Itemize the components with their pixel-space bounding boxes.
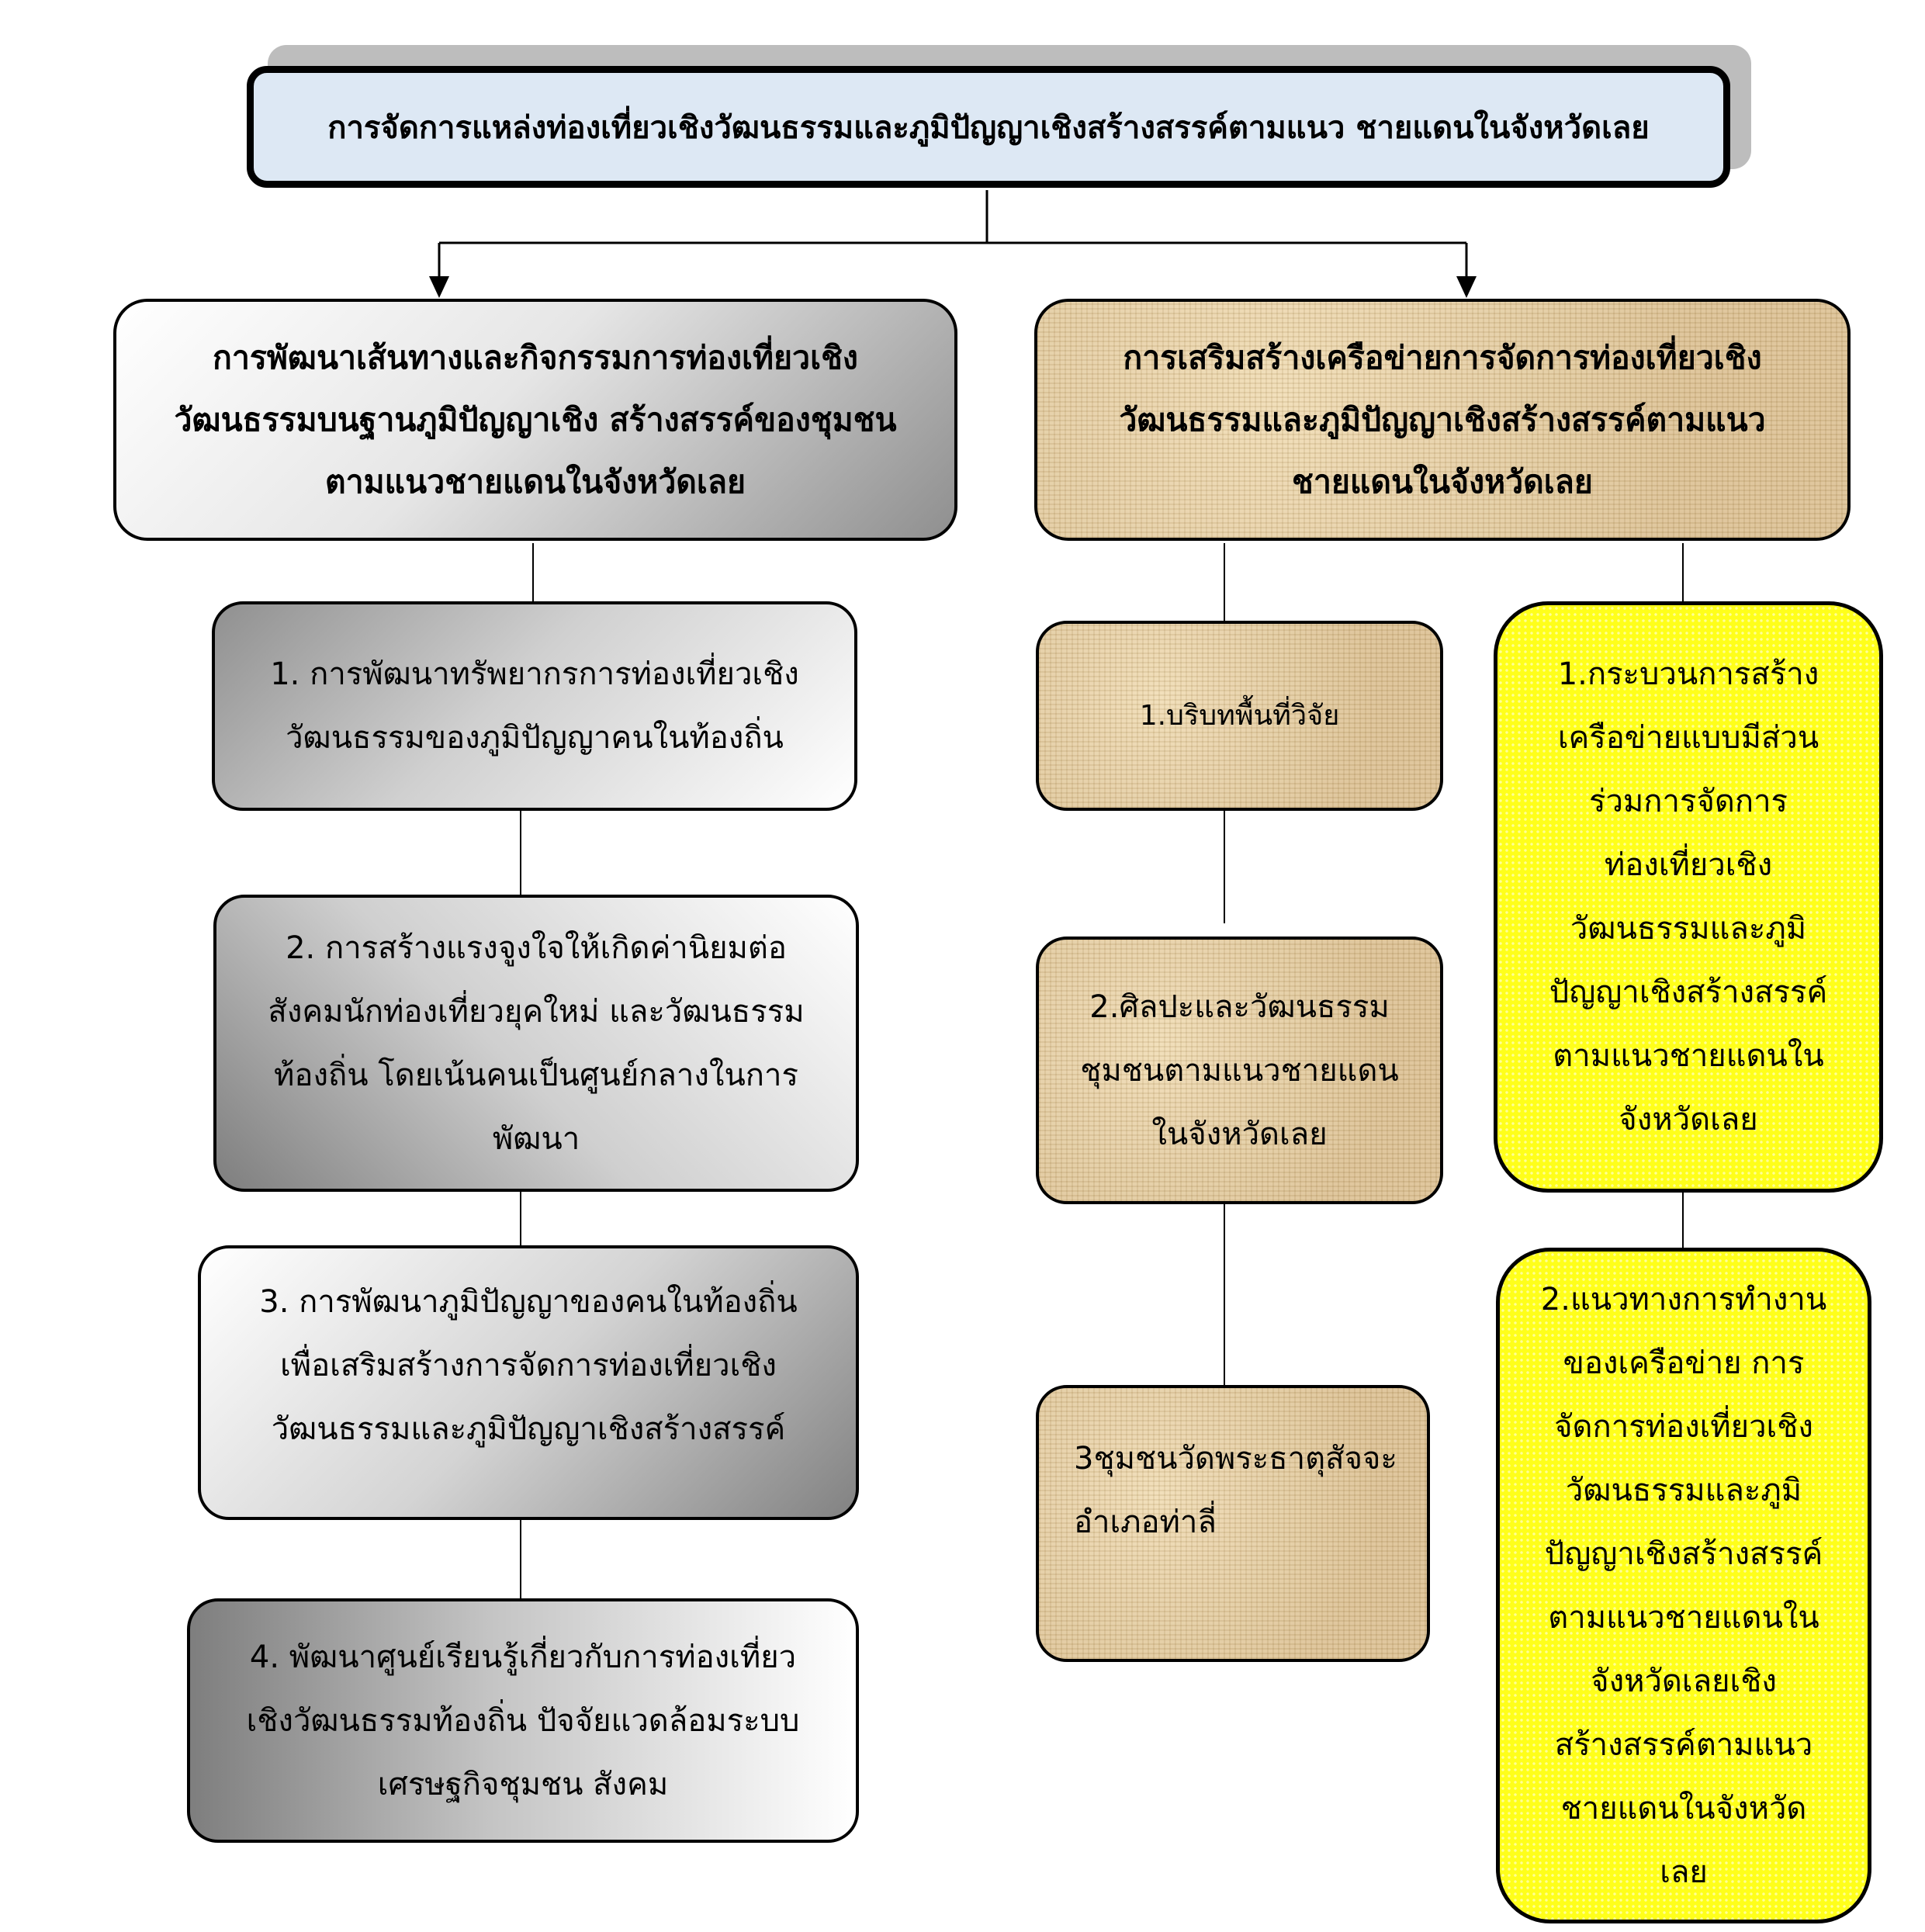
context-step-box: 1.บริบทพื้นที่วิจัย bbox=[1036, 621, 1443, 811]
step-line: 1. การพัฒนาทรัพยากรการท่องเที่ยวเชิง bbox=[270, 656, 799, 692]
step-line: ตามแนวชายแดนใน bbox=[1548, 1599, 1819, 1636]
left-header-line: การพัฒนาเส้นทางและกิจกรรมการท่องเที่ยวเช… bbox=[213, 339, 858, 376]
step-line: จังหวัดเลยเชิง bbox=[1591, 1663, 1777, 1699]
left-arrowhead bbox=[429, 276, 449, 298]
diagram-title: การจัดการแหล่งท่องเที่ยวเชิงวัฒนธรรมและภ… bbox=[247, 66, 1730, 188]
right-header-line: การเสริมสร้างเครือข่ายการจัดการท่องเที่ย… bbox=[1123, 339, 1762, 376]
step-line: 4. พัฒนาศูนย์เรียนรู้เกี่ยวกับการท่องเที… bbox=[249, 1639, 797, 1675]
left-step-box: 3. การพัฒนาภูมิปัญญาของคนในท้องถิ่น เพื่… bbox=[198, 1245, 859, 1520]
right-arrowhead bbox=[1456, 276, 1477, 298]
step-line: เครือข่ายแบบมีส่วน bbox=[1557, 720, 1819, 756]
step-line: ของเครือข่าย การ bbox=[1563, 1345, 1805, 1381]
step-line: วัฒนธรรมและภูมิ bbox=[1570, 911, 1807, 947]
step-line: 2.ศิลปะและวัฒนธรรม bbox=[1089, 989, 1390, 1025]
step-line: ท้องถิ่น โดยเน้นคนเป็นศูนย์กลางในการ bbox=[274, 1057, 798, 1093]
right-header-line: วัฒนธรรมและภูมิปัญญาเชิงสร้างสรรค์ตามแนว bbox=[1119, 401, 1766, 438]
step-line: ปัญญาเชิงสร้างสรรค์ bbox=[1549, 975, 1828, 1010]
step-line: ชายแดนในจังหวัด bbox=[1560, 1790, 1807, 1826]
step-line: เศรษฐกิจชุมชน สังคม bbox=[377, 1766, 669, 1802]
step-line: พัฒนา bbox=[492, 1120, 580, 1157]
step-line: เพื่อเสริมสร้างการจัดการท่องเที่ยวเชิง bbox=[280, 1348, 777, 1383]
step-line: 2.แนวทางการทำงาน bbox=[1540, 1281, 1827, 1317]
left-header-line: ตามแนวชายแดนในจังหวัดเลย bbox=[324, 463, 746, 500]
step-line: จังหวัดเลย bbox=[1619, 1102, 1758, 1137]
step-line: ปัญญาเชิงสร้างสรรค์ bbox=[1544, 1536, 1823, 1572]
step-line: เลย bbox=[1660, 1854, 1708, 1890]
step-line: 1.กระบวนการสร้าง bbox=[1557, 656, 1819, 692]
step-line: เชิงวัฒนธรรมท้องถิ่น ปัจจัยแวดล้อมระบบ bbox=[246, 1702, 800, 1739]
diagram-title-text: การจัดการแหล่งท่องเที่ยวเชิงวัฒนธรรมและภ… bbox=[327, 109, 1650, 146]
step-line: อำเภอท่าลี่ bbox=[1074, 1504, 1217, 1540]
left-step-box: 4. พัฒนาศูนย์เรียนรู้เกี่ยวกับการท่องเที… bbox=[187, 1598, 859, 1843]
step-line: ตามแนวชายแดนใน bbox=[1553, 1038, 1824, 1074]
step-line: ชุมชนตามแนวชายแดน bbox=[1080, 1052, 1399, 1089]
step-line: วัฒนธรรมและภูมิปัญญาเชิงสร้างสรรค์ bbox=[271, 1411, 786, 1447]
step-line: ร่วมการจัดการ bbox=[1588, 784, 1788, 819]
step-line: สร้างสรรค์ตามแนว bbox=[1554, 1726, 1813, 1763]
network-step-box: 2.แนวทางการทำงาน ของเครือข่าย การ จัดการ… bbox=[1496, 1248, 1871, 1923]
step-line: ในจังหวัดเลย bbox=[1151, 1116, 1328, 1152]
step-line: 3. การพัฒนาภูมิปัญญาของคนในท้องถิ่น bbox=[259, 1284, 798, 1320]
context-step-box: 3ชุมชนวัดพระธาตุสัจจะ อำเภอท่าลี่ bbox=[1036, 1385, 1430, 1662]
context-step-box: 2.ศิลปะและวัฒนธรรม ชุมชนตามแนวชายแดน ในจ… bbox=[1036, 937, 1443, 1204]
right-header-line: ชายแดนในจังหวัดเลย bbox=[1292, 463, 1593, 500]
left-step-box: 1. การพัฒนาทรัพยากรการท่องเที่ยวเชิง วัฒ… bbox=[212, 601, 857, 811]
step-line: วัฒนธรรมของภูมิปัญญาคนในท้องถิ่น bbox=[286, 720, 784, 756]
left-step-box: 2. การสร้างแรงจูงใจให้เกิดค่านิยมต่อ สัง… bbox=[213, 895, 859, 1192]
network-step-box: 1.กระบวนการสร้าง เครือข่ายแบบมีส่วน ร่วม… bbox=[1494, 601, 1883, 1193]
step-line: 3ชุมชนวัดพระธาตุสัจจะ bbox=[1074, 1441, 1397, 1477]
step-line: 2. การสร้างแรงจูงใจให้เกิดค่านิยมต่อ bbox=[286, 930, 787, 966]
left-branch-header: การพัฒนาเส้นทางและกิจกรรมการท่องเที่ยวเช… bbox=[113, 299, 957, 541]
left-header-line: วัฒนธรรมบนฐานภูมิปัญญาเชิง สร้างสรรค์ของ… bbox=[174, 401, 897, 438]
step-line: สังคมนักท่องเที่ยวยุคใหม่ และวัฒนธรรม bbox=[268, 993, 805, 1030]
right-branch-header: การเสริมสร้างเครือข่ายการจัดการท่องเที่ย… bbox=[1034, 299, 1851, 541]
step-line: จัดการท่องเที่ยวเชิง bbox=[1554, 1408, 1813, 1445]
step-line: 1.บริบทพื้นที่วิจัย bbox=[1139, 699, 1340, 732]
step-line: วัฒนธรรมและภูมิ bbox=[1565, 1472, 1802, 1508]
step-line: ท่องเที่ยวเชิง bbox=[1604, 847, 1773, 883]
